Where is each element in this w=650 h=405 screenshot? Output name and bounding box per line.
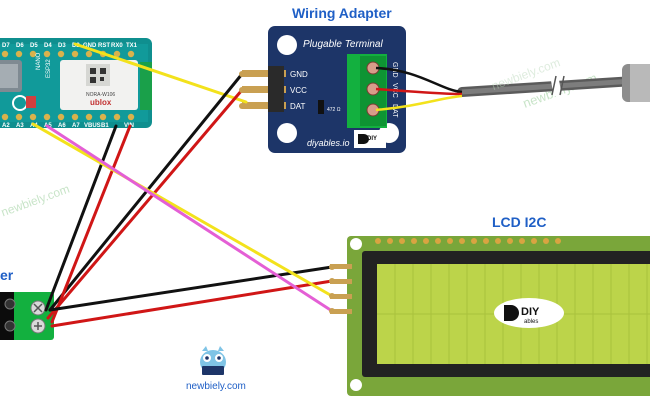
pin-label-d7: D7 — [2, 43, 10, 49]
wires — [31, 42, 334, 328]
wire-red-lcd-vcc — [50, 279, 334, 328]
lcd-heading: LCD I2C — [492, 214, 546, 230]
wire-yellow-d2-dat — [73, 42, 248, 104]
lcd-pin-sda — [330, 294, 352, 299]
lcd-logo-subtext: ables — [524, 319, 538, 325]
pin-label-a3: A3 — [16, 123, 24, 129]
qr-code-icon — [86, 64, 110, 86]
resistor — [318, 100, 324, 114]
esp32-silk-text: ESP32 — [46, 59, 52, 78]
newbiely-brand-text: newbiely.com — [186, 381, 246, 392]
lcd-pin-vcc — [330, 279, 352, 284]
adapter-subtitle: Plugable Terminal — [303, 39, 383, 50]
adapter-header-pin-vcc — [242, 86, 286, 93]
lcd-mount-hole-top — [350, 238, 362, 250]
adapter-pin-label-dat: DAT — [290, 102, 306, 111]
power-label-partial: er — [0, 267, 14, 283]
pin-label-rst: RST — [98, 43, 110, 49]
lcd-logo-text: DIY — [521, 306, 540, 318]
wire-red-vin — [50, 124, 132, 324]
wire-yellow-a4-sda — [31, 122, 334, 298]
bottom-header-pins — [1, 113, 135, 121]
ublox-logo-text: ublox — [90, 98, 112, 107]
arduino-nano-esp32-board: D7 D6 D5 D4 D3 D2 GND RST RX0 TX1 NANO E… — [0, 38, 152, 129]
top-header-pins — [1, 50, 135, 58]
wire-black-lcd-gnd — [48, 265, 334, 312]
sensor-cable — [375, 64, 650, 112]
antenna — [140, 62, 152, 110]
nano-silk-text: NANO — [36, 52, 42, 70]
resistor-label: 472 Ω — [327, 107, 341, 113]
mount-hole-top-left — [277, 35, 297, 55]
pin-label-a6: A6 — [58, 123, 66, 129]
adapter-header-pin-gnd — [242, 70, 286, 77]
pin-label-d5: D5 — [30, 43, 38, 49]
pin-label-gnd: GND — [83, 43, 97, 49]
newbiely-owl-logo-icon — [200, 346, 226, 375]
lcd-top-header — [375, 238, 561, 244]
adapter-brand-text: diyables.io — [307, 138, 350, 148]
top-pin-labels: D7 D6 D5 D4 D3 D2 GND RST RX0 TX1 — [2, 43, 138, 49]
adapter-pin-label-vcc: VCC — [290, 86, 307, 95]
terminal-label-dat: DAT — [391, 104, 398, 118]
wire-pink-a5-scl — [45, 124, 334, 313]
pin-label-vbus: VBUS — [84, 123, 101, 129]
adapter-pin-label-gnd: GND — [290, 70, 308, 79]
adapter-logo-text: DIY — [367, 136, 377, 142]
wire-red-vcc-adapter — [46, 88, 244, 320]
pin-label-d6: D6 — [16, 43, 24, 49]
lcd-pin-gnd — [330, 264, 352, 269]
pin-label-d2: D2 — [72, 43, 80, 49]
pin-label-tx1: TX1 — [126, 43, 138, 49]
pin-label-d4: D4 — [44, 43, 52, 49]
pin-label-a7: A7 — [72, 123, 80, 129]
wiring-adapter-board: Plugable Terminal GND VCC DAT 472 Ω GND … — [242, 26, 406, 153]
adapter-header-pin-dat — [242, 102, 286, 109]
power-terminal-block — [0, 292, 54, 340]
mount-hole-bottom-left — [277, 123, 297, 143]
pin-label-b1: B1 — [101, 123, 109, 129]
lcd-pin-scl — [330, 309, 352, 314]
wire-black-board-gnd — [44, 124, 118, 312]
pin-label-rx0: RX0 — [111, 43, 123, 49]
pin-label-d3: D3 — [58, 43, 66, 49]
lcd-i2c-module: DIY ables — [330, 236, 650, 396]
adapter-heading: Wiring Adapter — [292, 5, 392, 21]
wire-ends — [239, 71, 335, 314]
lcd-mount-hole-bottom — [350, 379, 362, 391]
module-part-text: NORA-W106 — [86, 92, 115, 98]
watermark-left: newbiely.com — [0, 182, 71, 220]
pin-label-a2: A2 — [2, 123, 10, 129]
